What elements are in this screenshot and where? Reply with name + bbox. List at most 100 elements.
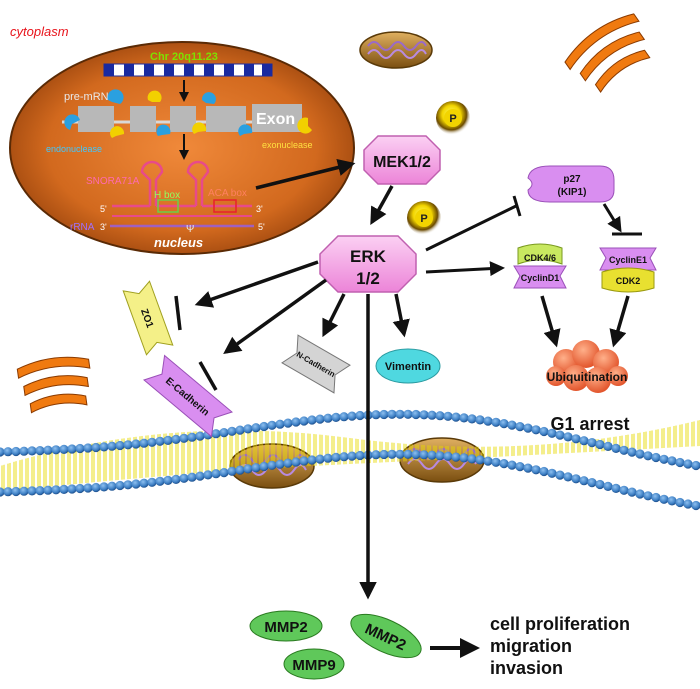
membrane-head (251, 423, 261, 433)
erk-label-line2: 1/2 (356, 269, 380, 288)
membrane-head (259, 421, 269, 432)
cycline1-label: CyclinE1 (609, 255, 647, 265)
membrane-head (227, 466, 237, 476)
membrane-head (443, 451, 453, 461)
membrane-head (283, 418, 293, 428)
membrane-head (11, 446, 21, 457)
membrane-head (547, 468, 557, 478)
membrane-head (675, 457, 685, 468)
golgi-apparatus-icon (16, 356, 91, 414)
membrane-head (27, 486, 37, 496)
membrane-head (595, 439, 605, 450)
cdk46-cyclind1-complex: CDK4/6 CyclinD1 (513, 243, 567, 289)
membrane-head (611, 443, 621, 453)
membrane-head (515, 462, 525, 472)
membrane-head (531, 465, 541, 475)
nucleus-compartment: Chr 20q11.23 pre-mRNA Exon endonuclease … (9, 41, 355, 255)
membrane-head (627, 447, 637, 457)
membrane-head (587, 478, 597, 488)
snora71a-hairpin (112, 160, 252, 217)
membrane-head (123, 480, 133, 490)
membrane-head (315, 454, 325, 464)
membrane-head (371, 410, 381, 420)
membrane-head (43, 485, 53, 495)
membrane-head (155, 476, 165, 486)
endonuclease-icon (64, 89, 312, 138)
membrane-head (187, 432, 197, 442)
three-prime-top: 3' (256, 204, 263, 214)
membrane-head (91, 482, 101, 493)
intron-block (78, 106, 114, 132)
membrane-head (659, 494, 669, 504)
exon-block (252, 104, 302, 132)
membrane-head (35, 486, 45, 496)
chromosome-bar (103, 63, 273, 77)
membrane-head (275, 459, 285, 469)
membrane-head (107, 481, 117, 491)
membrane-head (131, 479, 141, 489)
membrane-head (219, 468, 229, 478)
p27-label-line2: (KIP1) (558, 187, 587, 198)
aca-box (213, 199, 237, 213)
membrane-head (627, 487, 637, 497)
membrane-head (75, 443, 85, 454)
membrane-head (571, 434, 581, 444)
membrane-head (339, 412, 349, 422)
membrane-head (171, 474, 181, 484)
membrane-head (411, 449, 421, 460)
membrane-head (387, 449, 397, 459)
membrane-head (99, 482, 109, 492)
membrane-head (115, 480, 125, 491)
membrane-head (643, 451, 653, 461)
membrane-head (147, 477, 157, 487)
golgi-apparatus-icon (564, 13, 651, 93)
membrane-head (635, 489, 645, 499)
membrane-head (211, 469, 221, 479)
membrane-head (523, 423, 533, 433)
membrane-head (43, 445, 53, 455)
membrane-head (563, 432, 573, 442)
membrane-head (507, 420, 517, 430)
cytoplasm-label: cytoplasm (10, 24, 69, 39)
membrane-head (139, 478, 149, 488)
membrane-head (539, 466, 549, 477)
membrane-head (19, 486, 29, 496)
membrane-head (403, 409, 413, 419)
membrane-head (675, 497, 685, 508)
membrane-head (35, 446, 45, 456)
mek-label: MEK1/2 (373, 154, 431, 171)
p27-label-line1: p27 (563, 174, 581, 185)
snora71a-label: SNORA71A (86, 176, 140, 187)
membrane-head (259, 461, 269, 472)
intron-block (170, 106, 196, 132)
p27-node: p27 (KIP1) (527, 165, 615, 203)
membrane-head (267, 460, 277, 470)
membrane-head (0, 447, 5, 457)
membrane-head (211, 429, 221, 439)
membrane-head (0, 487, 5, 497)
membrane-head (523, 463, 533, 473)
membrane-head (619, 445, 629, 455)
mitochondrion-icon (359, 31, 433, 69)
membrane-head (187, 472, 197, 482)
membrane-head (491, 457, 501, 467)
membrane-head (475, 455, 485, 465)
membrane-head (419, 410, 429, 420)
membrane-head (235, 465, 245, 475)
membrane-head (155, 436, 165, 446)
e-cadherin-node: E-Cadherin (142, 354, 234, 438)
ubiquitination-cluster (546, 340, 628, 393)
membrane-head (115, 440, 125, 451)
membrane-head (643, 491, 653, 501)
membrane-head (131, 439, 141, 449)
membrane-head (67, 444, 77, 454)
membrane-head (355, 450, 365, 461)
membrane-head (379, 449, 389, 460)
membrane-head (243, 424, 253, 434)
membrane-head (491, 417, 501, 427)
erk-label-line1: ERK (350, 247, 387, 266)
membrane-head (147, 437, 157, 447)
cyclind1-label: CyclinD1 (521, 273, 560, 283)
membrane-head-row-outer (0, 409, 700, 471)
membrane-head (11, 486, 21, 497)
